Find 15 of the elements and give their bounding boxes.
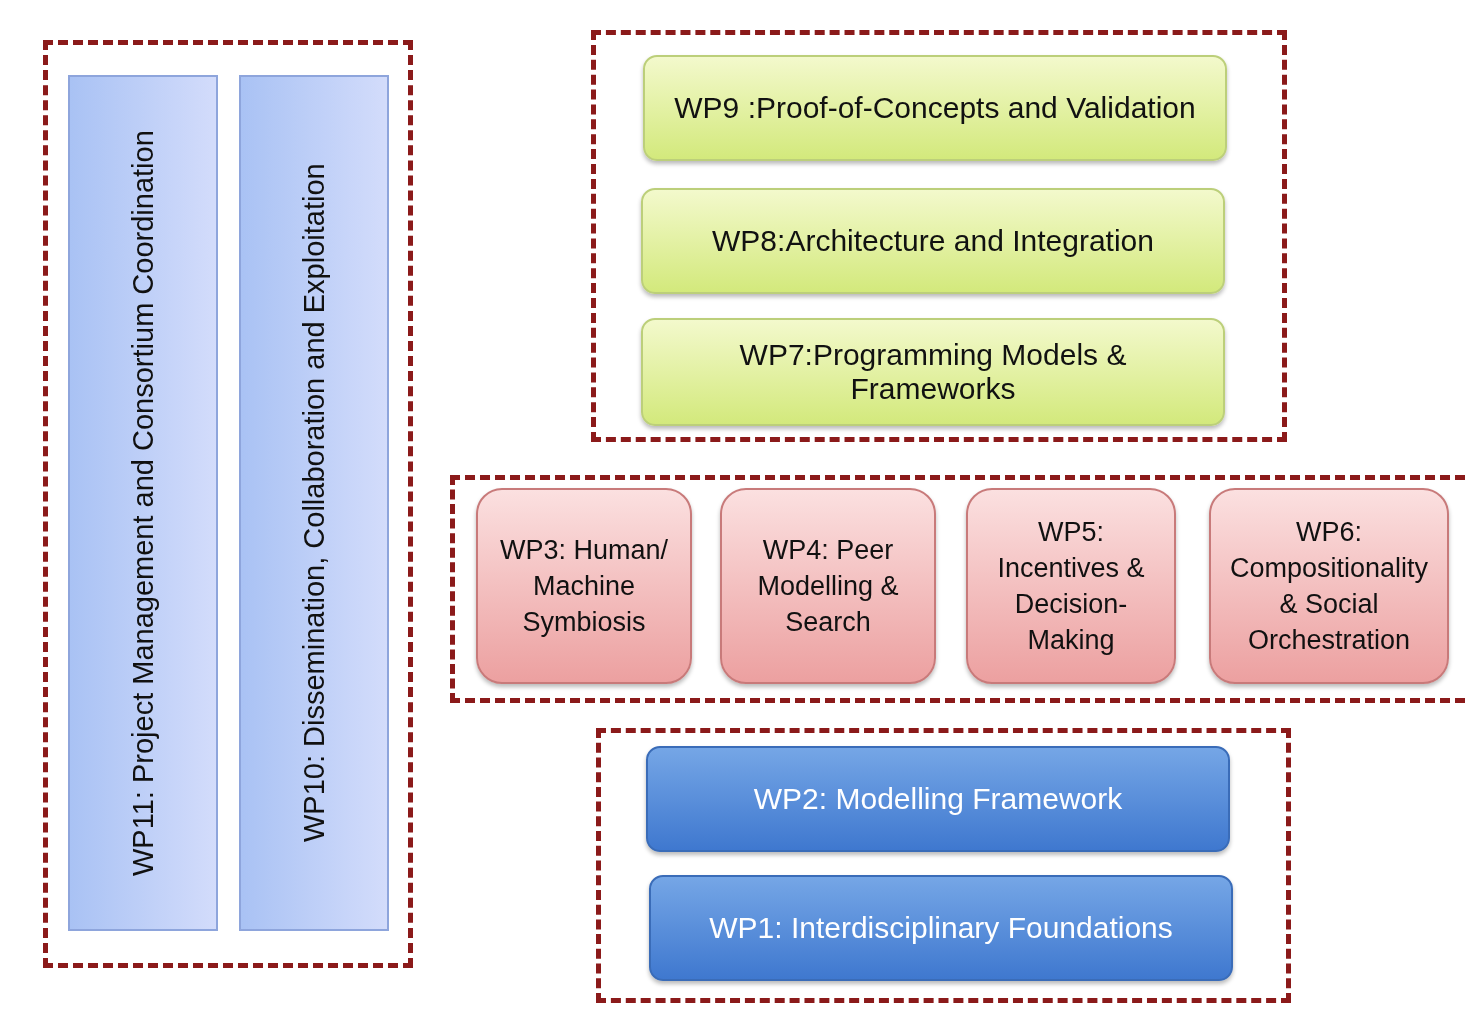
work-package-box: WP11: Project Management and Consortium Coordination [68,75,218,931]
work-package-box: WP6: Compositionality & Social Orchestration [1209,488,1449,684]
work-package-box: WP10: Dissemination, Collaboration and Exploitation [239,75,389,931]
dashed-group-frame [43,40,413,968]
dashed-group-frame [450,475,1466,703]
work-package-box: WP9 :Proof-of-Concepts and Validation [643,55,1227,161]
work-package-box: WP2: Modelling Framework [646,746,1230,852]
work-package-box: WP8:Architecture and Integration [641,188,1225,294]
work-package-box: WP5: Incentives & Decision-Making [966,488,1176,684]
work-package-box: WP1: Interdisciplinary Foundations [649,875,1233,981]
work-package-box: WP4: Peer Modelling & Search [720,488,936,684]
work-package-box: WP7:Programming Models & Frameworks [641,318,1225,426]
work-package-box: WP3: Human/ Machine Symbiosis [476,488,692,684]
dashed-group-frame [591,30,1287,442]
dashed-group-frame [596,728,1291,1003]
